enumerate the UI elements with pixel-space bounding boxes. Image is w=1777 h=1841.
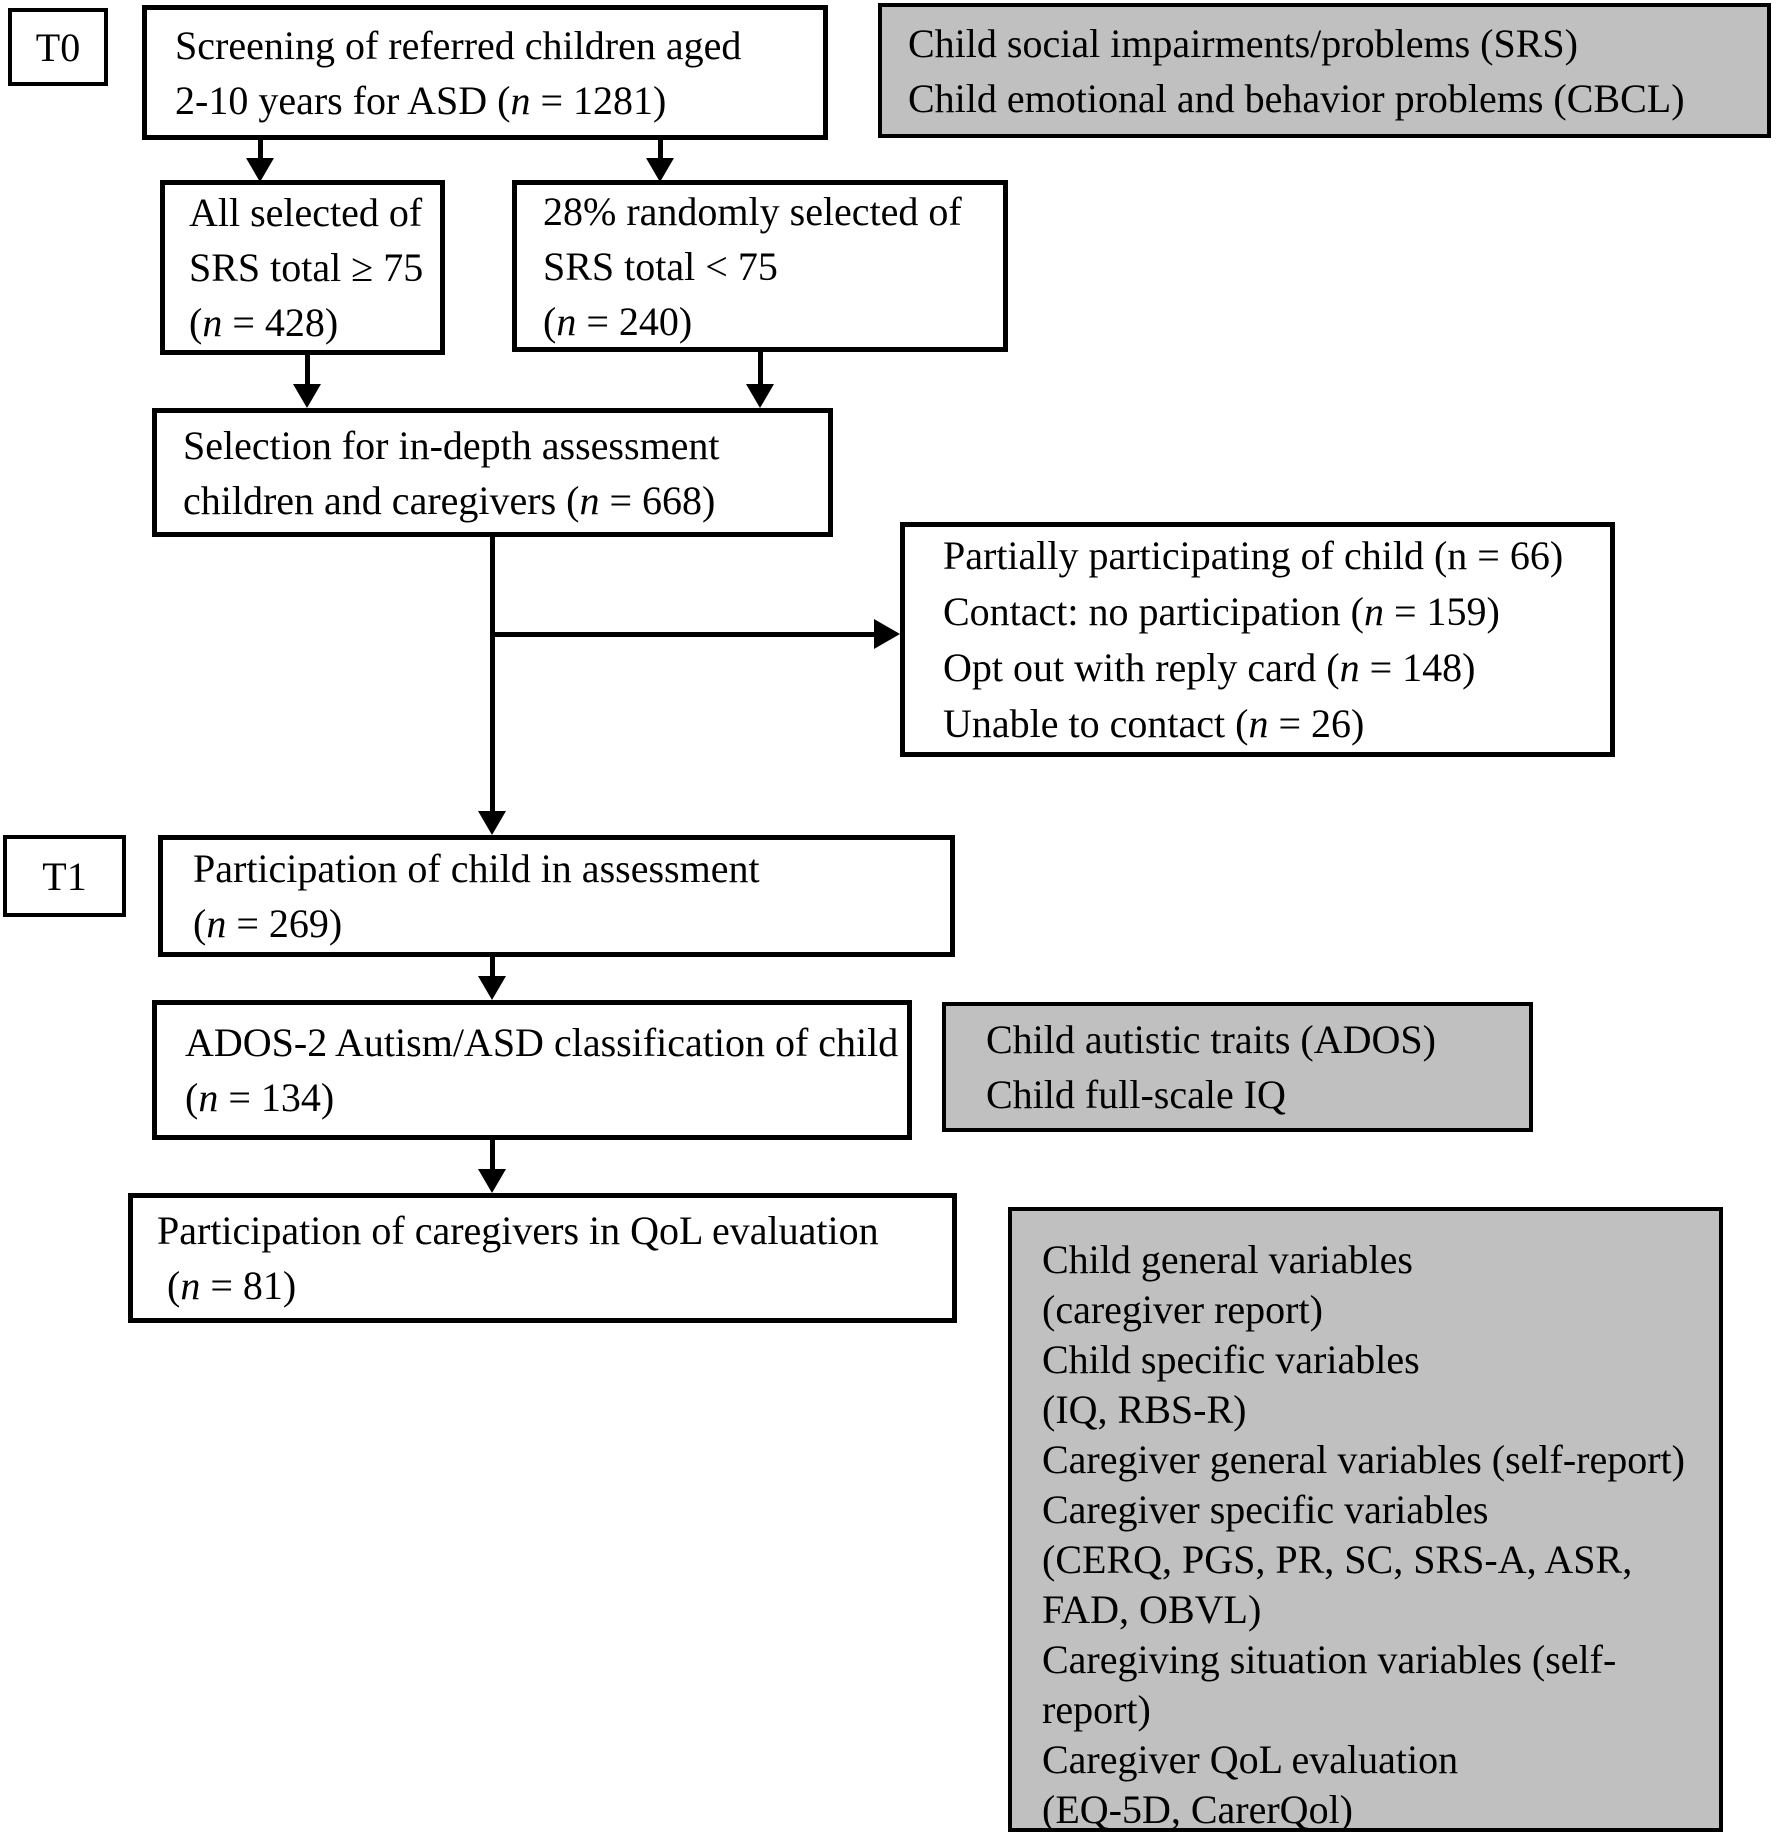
arrow-screening-to-srs-below-head: [646, 158, 674, 182]
caregiver-qol-box: Participation of caregivers in QoL evalu…: [128, 1193, 957, 1323]
arrow-assessment-to-ados-head: [478, 976, 506, 1000]
arrow-screening-to-srs-above-head: [246, 158, 274, 182]
t1-child-measures-box: Child autistic traits (ADOS)Child full-s…: [942, 1002, 1533, 1132]
arrow-srs-below-to-selection-shaft: [758, 352, 763, 386]
arrow-srs-below-to-selection-head: [746, 384, 774, 408]
child-assessment-box: Participation of child in assessment(n =…: [158, 835, 955, 957]
t0-measures-box: Child social impairments/problems (SRS)C…: [878, 3, 1771, 138]
caregiver-measures-box: Child general variables(caregiver report…: [1008, 1207, 1723, 1832]
arrow-srs-above-to-selection-shaft: [305, 355, 310, 386]
timepoint-t1-box: T1: [3, 835, 126, 917]
arrow-branch-to-exclusion-head: [874, 619, 900, 649]
arrow-srs-above-to-selection-head: [293, 384, 321, 408]
timepoint-t0-box: T0: [8, 8, 108, 86]
arrow-screening-to-srs-above-shaft: [258, 140, 263, 160]
arrow-ados-to-caregiver-shaft: [490, 1140, 495, 1171]
arrow-screening-to-srs-below-shaft: [658, 140, 663, 160]
arrow-ados-to-caregiver-head: [478, 1169, 506, 1193]
ados-classification-box: ADOS-2 Autism/ASD classification of chil…: [152, 1000, 912, 1140]
timepoint-t0-label: T0: [35, 24, 81, 70]
arrow-selection-to-assessment-shaft: [490, 537, 495, 813]
timepoint-t1-label: T1: [42, 853, 87, 899]
arrow-selection-to-assessment-head: [478, 811, 506, 835]
arrow-assessment-to-ados-shaft: [490, 957, 495, 978]
exclusion-box: Partially participating of child (n = 66…: [900, 522, 1615, 757]
arrow-branch-to-exclusion-shaft: [492, 632, 876, 637]
